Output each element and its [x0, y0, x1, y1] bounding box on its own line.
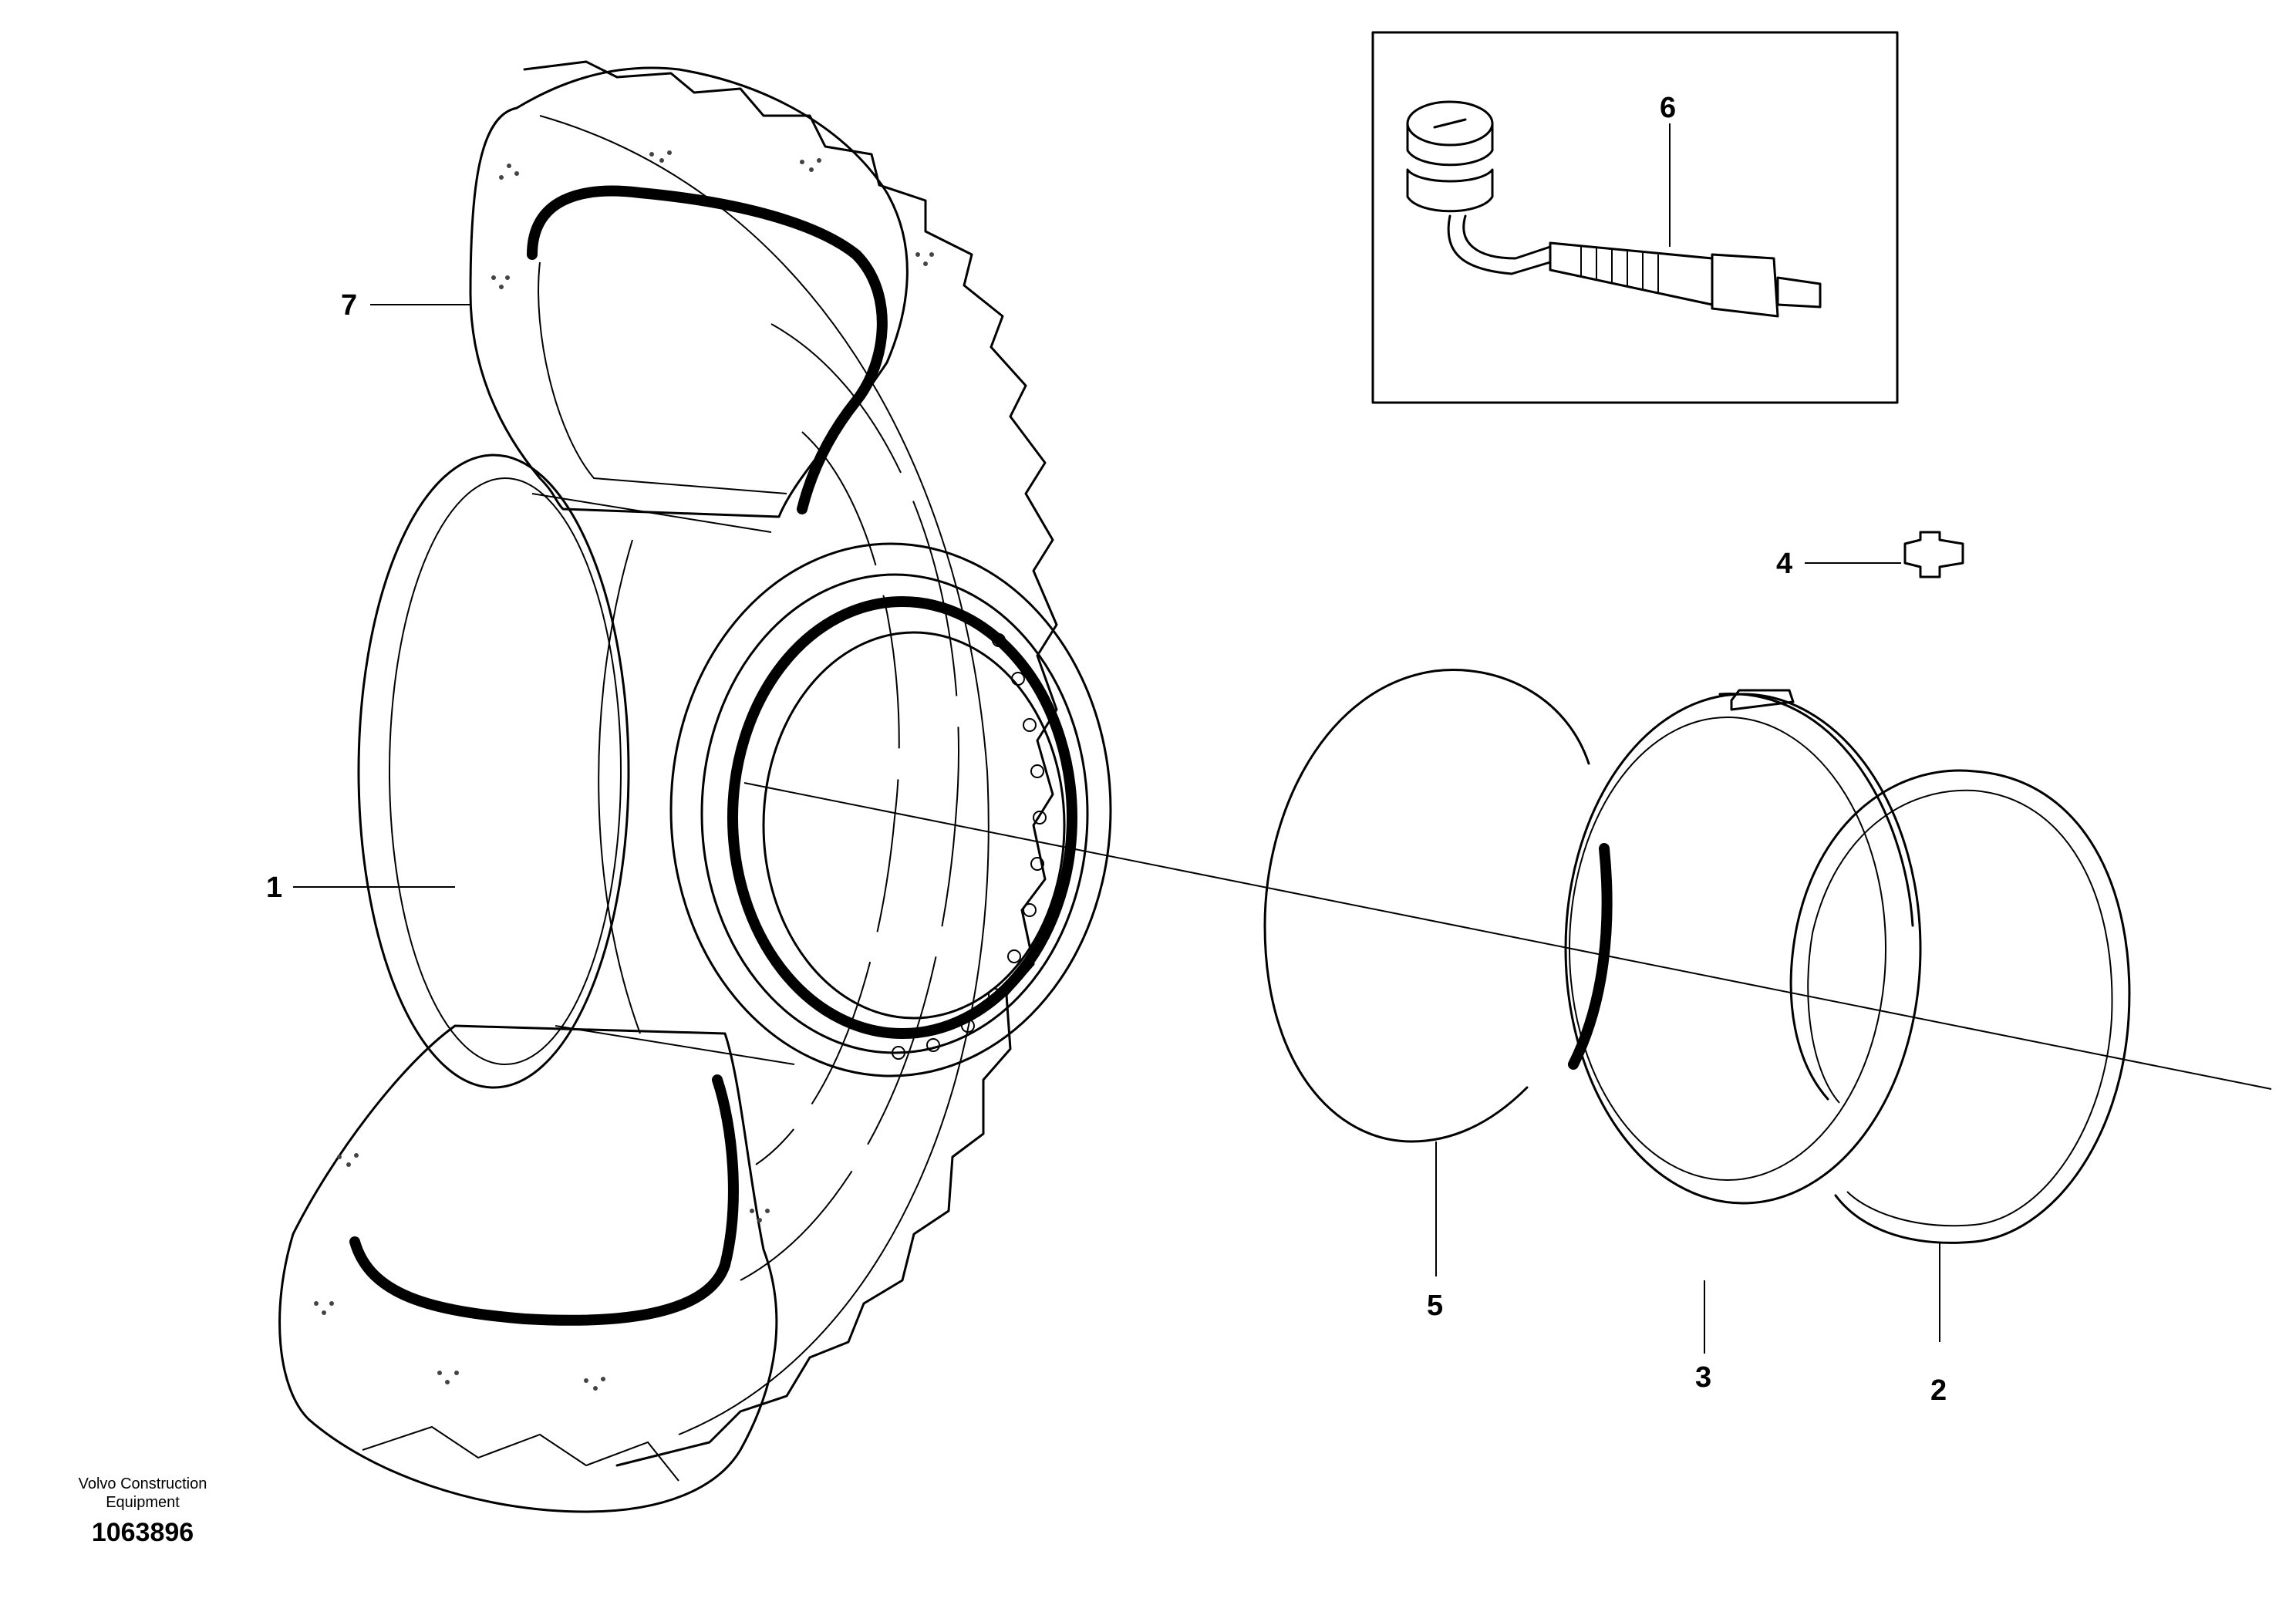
- tire-cord-texture: [314, 150, 934, 1391]
- flange-ring-groove: [1568, 843, 1613, 1070]
- callout-numbers: 7 1 6 4 5 3 2: [266, 92, 1947, 1407]
- publisher-caption-line2: Equipment: [106, 1494, 180, 1511]
- valve-coupling: [1711, 253, 1779, 318]
- publisher-caption: Volvo Construction Equipment: [31, 1475, 255, 1512]
- flange-ring-lip: [1718, 693, 1914, 927]
- document-number: 1063896: [91, 1518, 194, 1547]
- tire-sidewall-ring-inner: [755, 431, 900, 1165]
- tire-shoulder-line: [539, 115, 990, 1435]
- valve-cap-slot: [1433, 118, 1467, 129]
- valve-nut: [1406, 168, 1494, 213]
- callout-3: 3: [1695, 1361, 1711, 1394]
- tire-lower-section: [278, 1024, 778, 1513]
- valve-cap-body: [1406, 122, 1494, 167]
- tire-upper-section: [469, 66, 909, 518]
- rim-back-flange-inner: [389, 477, 622, 1065]
- assembly-axis-line: [743, 782, 2272, 1090]
- tire-upper-cavity: [538, 261, 787, 494]
- valve-inset: [1371, 31, 1899, 404]
- tire-sidewall-ring-outer: [740, 323, 959, 1281]
- rim-bolt-holes: [892, 633, 1047, 1060]
- inset-frame: [1371, 31, 1899, 404]
- callout-leaders: [293, 123, 1940, 1354]
- valve-tube: [1447, 214, 1552, 275]
- rim-bead-seat: [727, 596, 1077, 1039]
- tire-tread-outline: [523, 60, 1058, 1467]
- o-ring-shape: [1263, 669, 1590, 1143]
- callout-4: 4: [1776, 548, 1792, 580]
- valve-stem-knurl: [1580, 247, 1659, 293]
- flange-ring-tab: [1730, 689, 1795, 711]
- callout-7: 7: [341, 289, 357, 322]
- rim-barrel-bottom: [555, 1025, 795, 1065]
- rim-bore: [762, 631, 1066, 1020]
- tire-illustration: [278, 60, 1058, 1513]
- callout-1: 1: [266, 872, 282, 904]
- lock-ring-inner: [1807, 789, 2113, 1227]
- tire-lower-inner-liner: [349, 1074, 739, 1326]
- tire-upper-inner-liner: [527, 185, 888, 514]
- lock-key-shape: [1903, 531, 1964, 578]
- rim-front-flange-outer: [669, 542, 1112, 1077]
- valve-tube-2: [1462, 214, 1552, 260]
- flange-ring-illustration: [1564, 689, 1922, 1205]
- rim-back-flange-outer: [357, 454, 630, 1089]
- flange-ring-outer: [1564, 693, 1922, 1205]
- rim-barrel-top: [531, 493, 772, 533]
- tire-lower-tread-grooves: [362, 1425, 679, 1482]
- valve-tip: [1776, 276, 1822, 309]
- lock-ring-outer: [1789, 769, 2131, 1244]
- rim-illustration: [357, 454, 1112, 1089]
- callout-2: 2: [1930, 1374, 1947, 1407]
- rim-barrel-mid: [598, 539, 641, 1034]
- publisher-caption-line1: Volvo Construction: [78, 1475, 207, 1492]
- callout-6: 6: [1660, 92, 1676, 124]
- valve-stem-body: [1549, 241, 1714, 306]
- lock-key-illustration: [1903, 531, 1964, 578]
- callout-5: 5: [1427, 1290, 1443, 1322]
- lock-ring-illustration: [1789, 769, 2131, 1244]
- o-ring-illustration: [1263, 669, 1590, 1143]
- flange-ring-inner: [1569, 717, 1886, 1181]
- rim-front-flange-inner: [700, 573, 1089, 1054]
